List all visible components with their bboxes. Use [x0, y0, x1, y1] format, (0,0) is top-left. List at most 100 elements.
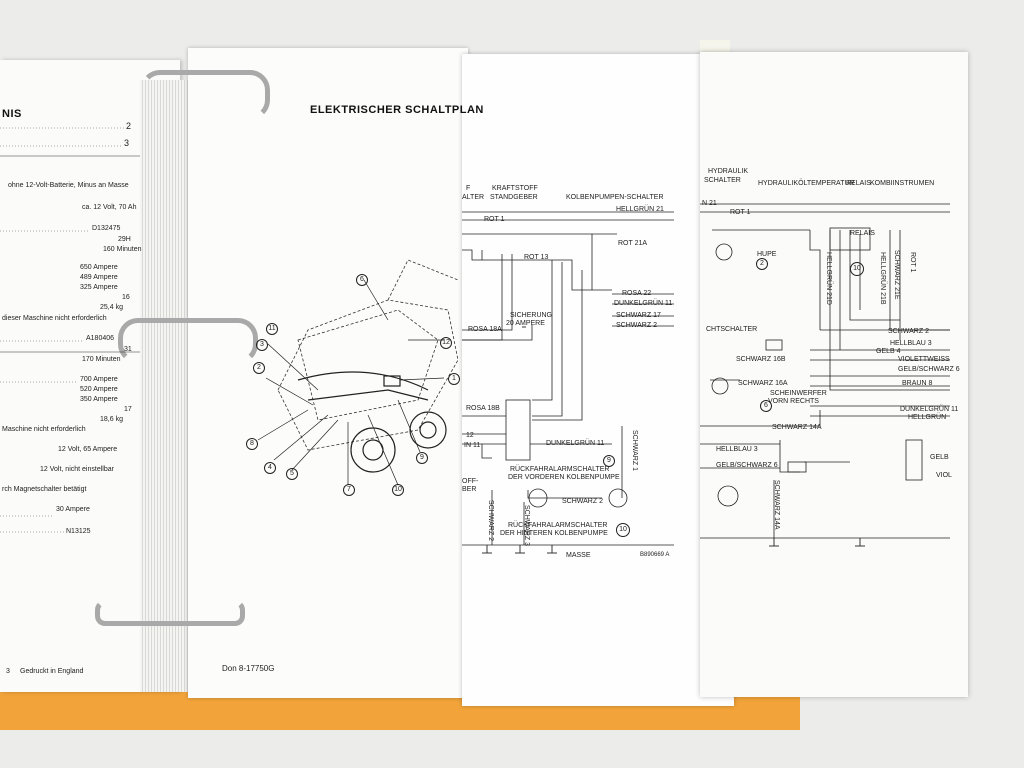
wire-label-vertical: HELLGRÜN 21B	[879, 252, 886, 305]
callout-6: 6	[356, 274, 368, 286]
right-header: RELAIS	[846, 180, 871, 187]
spec-line: 30 Ampere	[56, 506, 90, 513]
center-footer: Don 8-17750G	[222, 664, 275, 673]
left-page-header: NIS	[2, 108, 22, 120]
right-wiring-diagram	[700, 203, 950, 547]
wire-label: GELB 4	[876, 348, 901, 355]
left-footer-text: Gedruckt in England	[20, 668, 84, 675]
callout-6-right: 6	[760, 400, 772, 412]
mid-header: STANDGEBER	[490, 194, 538, 201]
callout-3: 3	[256, 339, 268, 351]
callout-9: 9	[416, 452, 428, 464]
callout-10: 10	[392, 484, 404, 496]
right-page	[700, 52, 968, 697]
spec-line: 325 Ampere	[80, 284, 118, 291]
component-label: SCHEINWERFER	[770, 390, 827, 397]
right-header: SCHALTER	[704, 177, 741, 184]
wire-label: HELLBLAU 3	[890, 340, 932, 347]
component-label: BER	[462, 486, 477, 493]
callout-2: 2	[253, 362, 265, 374]
spec-line: Maschine nicht erforderlich	[2, 426, 86, 433]
wire-label: SCHWARZ 2	[562, 498, 603, 505]
spec-line: 350 Ampere	[80, 396, 118, 403]
wire-label: GELB/SCHWARZ 6	[716, 462, 778, 469]
wire-label: ROSA 22	[622, 290, 652, 297]
callout-4: 4	[264, 462, 276, 474]
wire-label: SCHWARZ 16B	[736, 356, 786, 363]
wire-label: VIOLETTWEISS	[898, 356, 950, 363]
binder-ring-top	[140, 70, 270, 120]
spec-line: rch Magnetschalter betätigt	[2, 486, 87, 493]
wire-label-vertical: HELLGRÜN 21D	[825, 252, 832, 305]
wire-label-vertical: SCHWARZ 2	[487, 500, 494, 541]
wire-label: ROT 1	[484, 216, 505, 223]
mid-page	[462, 54, 734, 706]
spec-line: dieser Maschine nicht erforderlich	[2, 315, 107, 322]
callout-10-right: 10	[850, 262, 864, 276]
binder-ring-middle	[118, 318, 258, 364]
left-page-leaders	[0, 127, 140, 533]
spec-line: ca. 12 Volt, 70 Ah	[82, 204, 137, 211]
wire-label: DUNKELGRÜN 11	[900, 406, 959, 413]
wire-label: HELLBLAU 3	[716, 446, 758, 453]
component-label: RELAIS	[850, 230, 875, 237]
callout-12: 12	[440, 337, 452, 349]
page-ref: 3	[124, 138, 130, 148]
spec-line: 25,4 kg	[100, 304, 123, 311]
wire-label: BRAUN 8	[902, 380, 933, 387]
wire-label: 12	[466, 432, 474, 439]
component-label: OFF-	[462, 478, 479, 485]
loader-drawing	[257, 259, 459, 486]
spec-line: 18,6 kg	[100, 416, 123, 423]
spec-line: 520 Ampere	[80, 386, 118, 393]
wire-label: SCHWARZ 2	[616, 322, 657, 329]
wire-label: N 21	[702, 200, 717, 207]
wire-label: ROT 1	[730, 209, 751, 216]
spec-line: N13125	[66, 528, 91, 535]
right-header: HYDRAULIK	[708, 168, 749, 175]
right-header: HYDRAULIKÖLTEMPERATUR	[758, 180, 855, 187]
wire-label: ROSA 18A	[468, 326, 502, 333]
right-header: KOMBIINSTRUMEN	[870, 180, 935, 187]
ground-label: MASSE	[566, 552, 591, 559]
mid-header: KOLBENPUMPEN-SCHALTER	[566, 194, 664, 201]
wire-label: SCHWARZ 2	[888, 328, 929, 335]
spec-line: 16	[122, 294, 130, 301]
callout-11: 11	[266, 323, 278, 335]
wire-label-vertical: SCHWARZ 1	[631, 430, 638, 471]
component-label: HUPE	[757, 251, 777, 258]
wire-label-vertical: ROT 1	[909, 252, 916, 273]
component-label: VORN RECHTS	[768, 398, 819, 405]
callout-7: 7	[343, 484, 355, 496]
wire-label: GELB	[930, 454, 949, 461]
spec-line: 12 Volt, 65 Ampere	[58, 446, 118, 453]
spec-line: D132475	[92, 225, 121, 232]
spec-line: 700 Ampere	[80, 376, 118, 383]
spec-line: 489 Ampere	[80, 274, 118, 281]
component-label: DER VORDEREN KOLBENPUMPE	[508, 474, 620, 481]
spec-line: 170 Minuten	[82, 356, 121, 363]
diagram-code: B890669 A	[640, 552, 670, 558]
wire-label: HELLGRÜN	[908, 414, 947, 421]
component-label: CHTSCHALTER	[706, 326, 758, 333]
page-ref: 2	[126, 121, 132, 131]
callout-9-mid: 9	[603, 455, 615, 467]
wire-label: DUNKELGRÜN 11	[546, 440, 605, 447]
callout-8: 8	[246, 438, 258, 450]
fuse-label: SICHERUNG	[510, 312, 553, 319]
wire-label: IN 11	[464, 442, 481, 449]
spec-line: 31	[124, 346, 132, 353]
spec-line: ohne 12-Volt-Batterie, Minus an Masse	[8, 182, 129, 189]
spec-line: 29H	[118, 236, 131, 243]
spec-line: 160 Minuten	[103, 246, 142, 253]
spec-line: A180406	[86, 335, 115, 342]
wire-label: ROSA 18B	[466, 405, 500, 412]
wire-label: ROT 13	[524, 254, 549, 261]
wire-label: SCHWARZ 17	[616, 312, 661, 319]
wire-label-vertical: SCHWARZ 14A	[773, 480, 780, 530]
spec-line: 17	[124, 406, 132, 413]
mid-header-fragment: F	[466, 185, 471, 192]
callout-5: 5	[286, 468, 298, 480]
wire-label: GELB/SCHWARZ 6	[898, 366, 960, 373]
spec-line: 12 Volt, nicht einstellbar	[40, 466, 114, 473]
